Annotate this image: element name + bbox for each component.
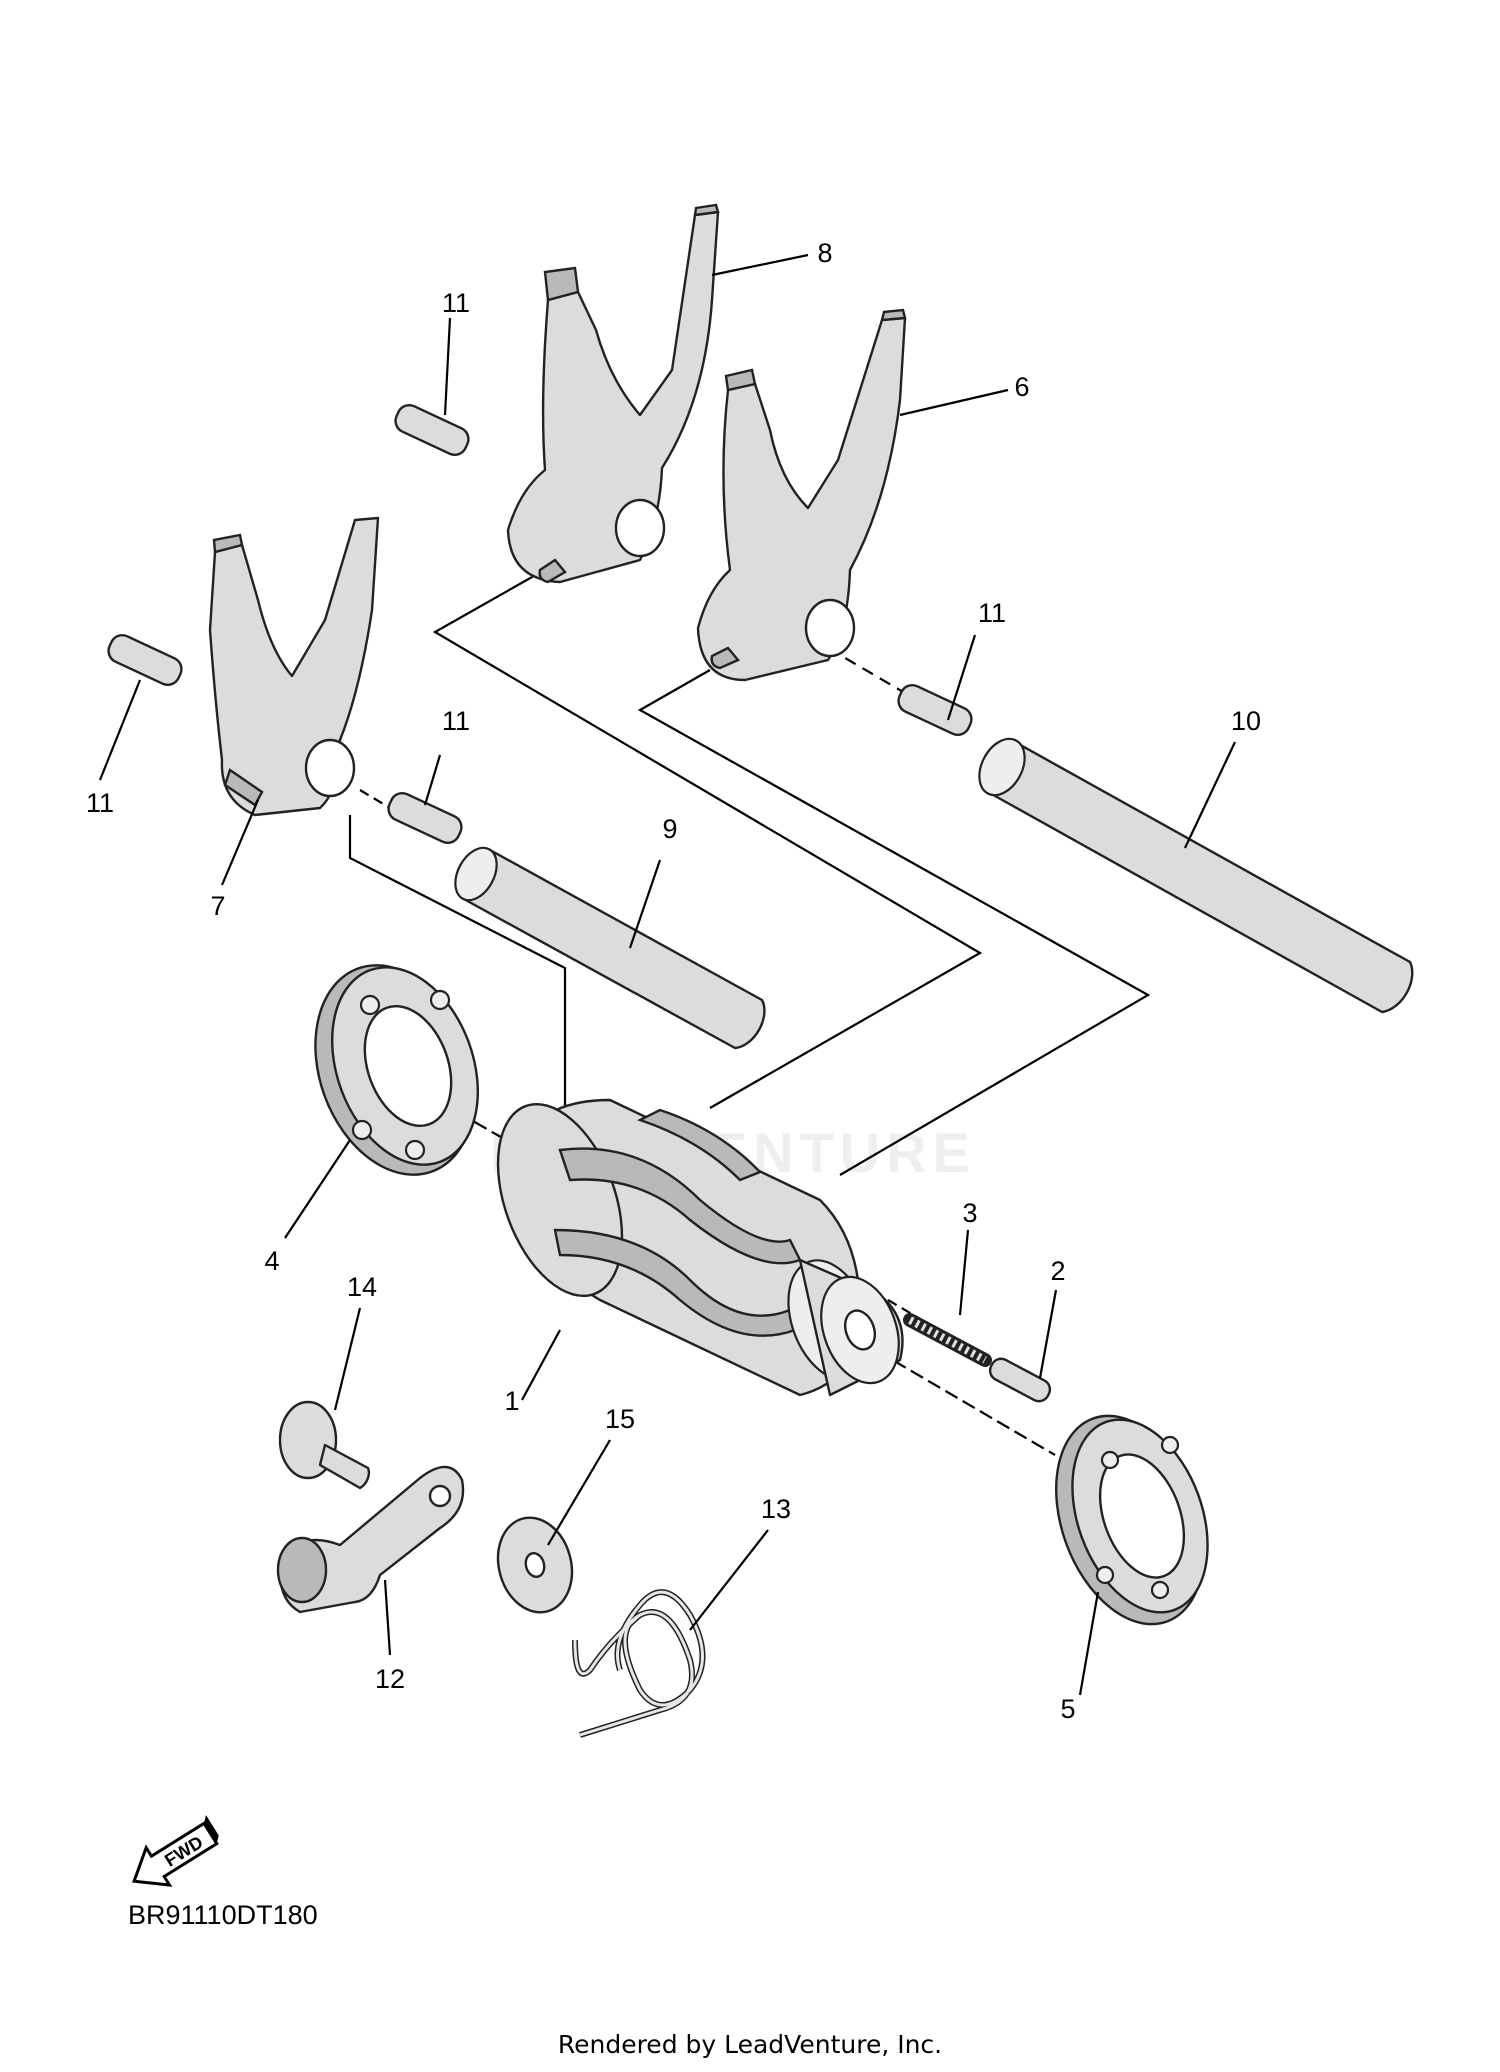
shift-fork-6 bbox=[696, 308, 907, 682]
stopper-lever-12 bbox=[276, 1465, 465, 1614]
callout-6: 6 bbox=[1014, 372, 1029, 402]
callout-9: 9 bbox=[662, 814, 677, 844]
callout-13: 13 bbox=[761, 1494, 791, 1524]
bearing-5 bbox=[1054, 1414, 1209, 1626]
callout-12: 12 bbox=[375, 1664, 405, 1694]
callout-8: 8 bbox=[817, 238, 832, 268]
pin-11-top bbox=[394, 403, 470, 457]
diagram-code: BR91110DT180 bbox=[128, 1900, 318, 1930]
shift-fork-7 bbox=[208, 516, 380, 817]
callout-11-right: 11 bbox=[978, 598, 1006, 628]
washer-15 bbox=[496, 1516, 574, 1614]
callout-11-top: 11 bbox=[442, 288, 470, 318]
callout-3: 3 bbox=[962, 1198, 977, 1228]
callout-14: 14 bbox=[347, 1272, 377, 1302]
bearing-4 bbox=[314, 964, 480, 1176]
detent-pin-2 bbox=[988, 1357, 1052, 1403]
render-credit: Rendered by LeadVenture, Inc. bbox=[557, 2030, 943, 2059]
pin-11-left bbox=[107, 633, 183, 687]
shift-fork-shaft-10 bbox=[978, 737, 1414, 1014]
callout-4: 4 bbox=[264, 1246, 279, 1276]
callout-15: 15 bbox=[605, 1404, 635, 1434]
shift-fork-8 bbox=[506, 203, 720, 584]
fwd-arrow-icon: FWD bbox=[132, 1815, 219, 1887]
callout-5: 5 bbox=[1060, 1694, 1075, 1724]
callout-labels: 8 6 11 11 11 11 7 9 10 4 3 2 14 1 15 13 … bbox=[86, 238, 1261, 1724]
bolt-14 bbox=[278, 1400, 371, 1490]
pin-11-right bbox=[897, 683, 973, 737]
shift-fork-shaft-9 bbox=[454, 846, 766, 1050]
connection-lines bbox=[348, 567, 1151, 1456]
callout-10: 10 bbox=[1231, 706, 1261, 736]
torsion-spring-13 bbox=[572, 1589, 706, 1738]
shift-drum-1 bbox=[496, 1098, 904, 1397]
spring-3 bbox=[903, 1313, 992, 1367]
callout-1: 1 bbox=[504, 1386, 519, 1416]
callout-11-middle: 11 bbox=[442, 706, 470, 736]
callout-11-left: 11 bbox=[86, 788, 114, 818]
callout-leaders bbox=[98, 253, 1236, 1696]
pin-11-middle bbox=[387, 791, 463, 845]
callout-2: 2 bbox=[1050, 1256, 1065, 1286]
callout-7: 7 bbox=[210, 891, 225, 921]
